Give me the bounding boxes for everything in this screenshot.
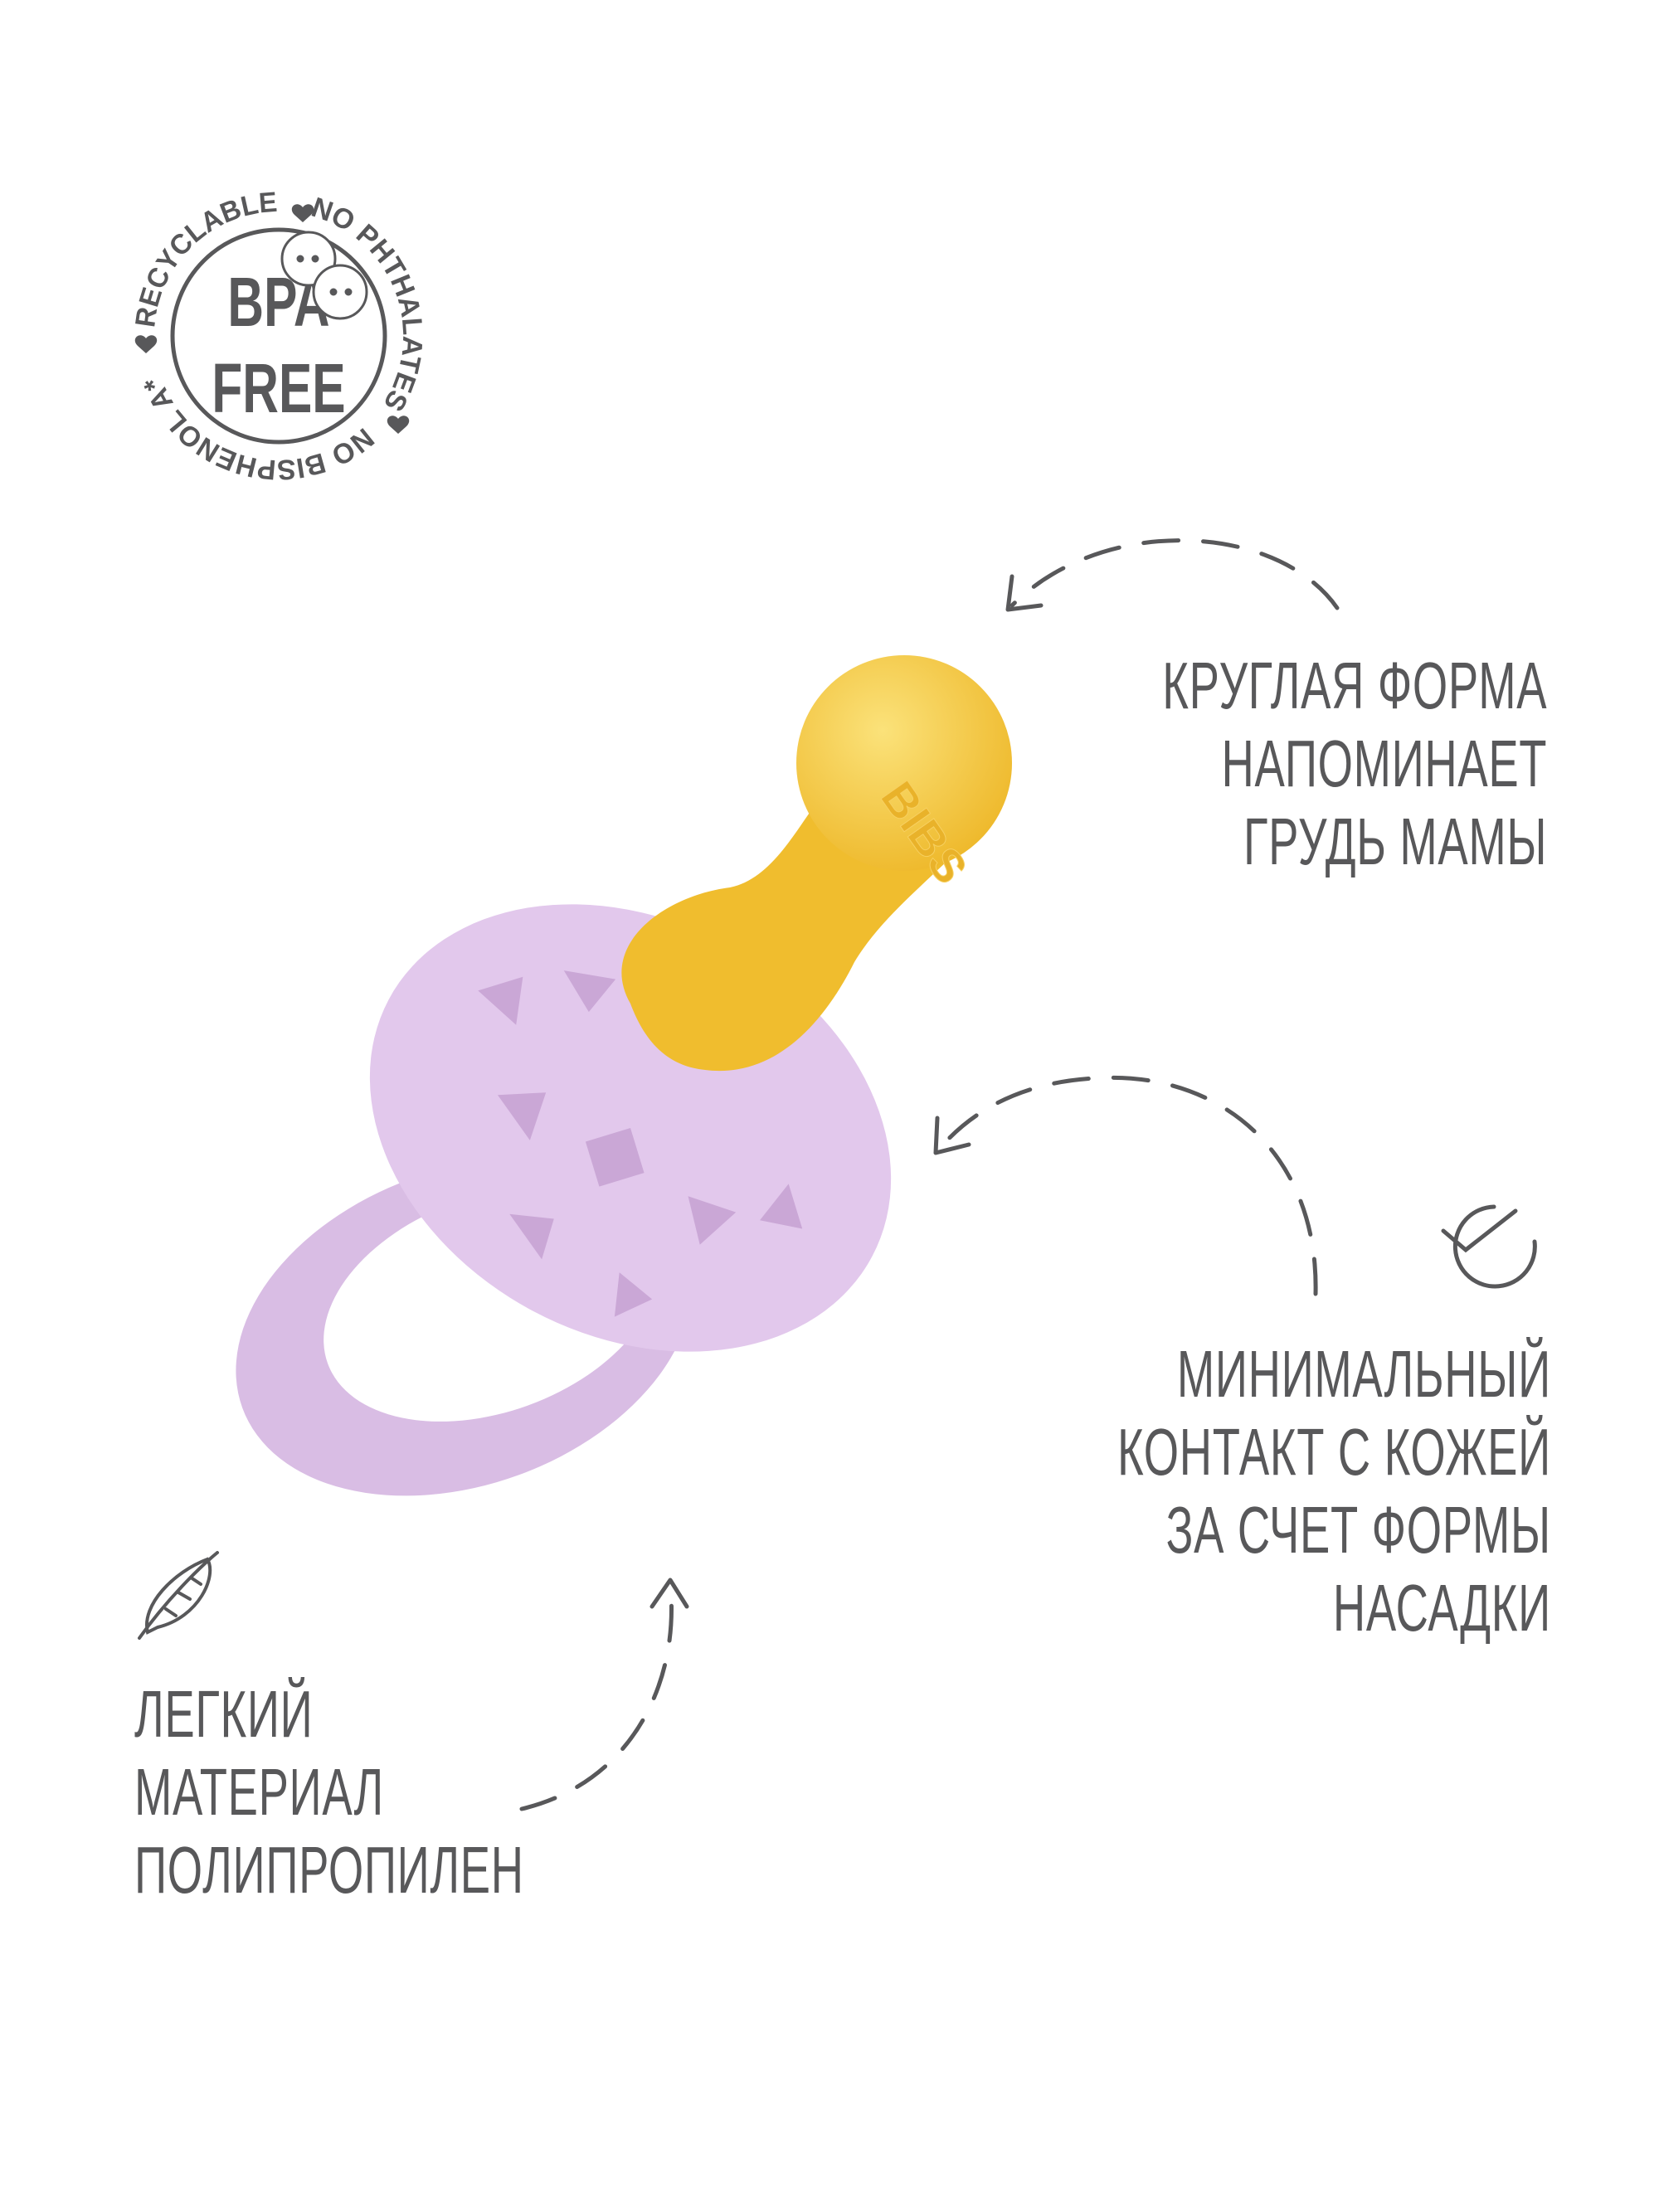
arrow-min-contact [935, 1075, 1318, 1296]
pacifier-nipple: BIBS [621, 655, 1012, 1072]
feather-icon [138, 1551, 219, 1640]
feature-line: ПОЛИПРОПИЛЕН [134, 1833, 524, 1907]
heart-icon [291, 204, 314, 222]
feature-line: ГРУДЬ МАМЫ [1243, 805, 1547, 878]
feature-line: КОНТАКТ С КОЖЕЙ [1117, 1415, 1551, 1489]
pacifier-illustration: BIBS [236, 655, 1012, 1496]
feature-line: МАТЕРИАЛ [134, 1755, 384, 1829]
feature-line: НАПОМИНАЕТ [1221, 727, 1547, 800]
feature-line: ЛЕГКИЙ [134, 1677, 314, 1751]
badge-free: FREE [212, 349, 345, 427]
arrow-round-shape [1010, 538, 1340, 610]
check-circle-icon [1441, 1204, 1537, 1289]
feature-light-material: ЛЕГКИЙ МАТЕРИАЛ ПОЛИПРОПИЛЕН [134, 1675, 524, 1909]
feature-min-contact: МИНИМАЛЬНЫЙ КОНТАКТ С КОЖЕЙ ЗА СЧЕТ ФОРМ… [1117, 1335, 1551, 1647]
baby-faces-icon [280, 231, 368, 320]
feature-line: ЗА СЧЕТ ФОРМЫ [1165, 1493, 1551, 1567]
feature-line: НАСАДКИ [1333, 1571, 1551, 1645]
feature-line: КРУГЛАЯ ФОРМА [1162, 649, 1547, 722]
feature-round-shape: КРУГЛАЯ ФОРМА НАПОМИНАЕТ ГРУДЬ МАМЫ [1162, 647, 1547, 881]
arrow-light-material [519, 1582, 674, 1811]
feature-line: МИНИМАЛЬНЫЙ [1176, 1337, 1551, 1411]
bpa-free-badge: BPA FREE RECYCLABLE NO PHTHALATES NO BIS… [129, 187, 428, 486]
heart-icon [134, 335, 158, 353]
heart-icon [387, 416, 410, 434]
